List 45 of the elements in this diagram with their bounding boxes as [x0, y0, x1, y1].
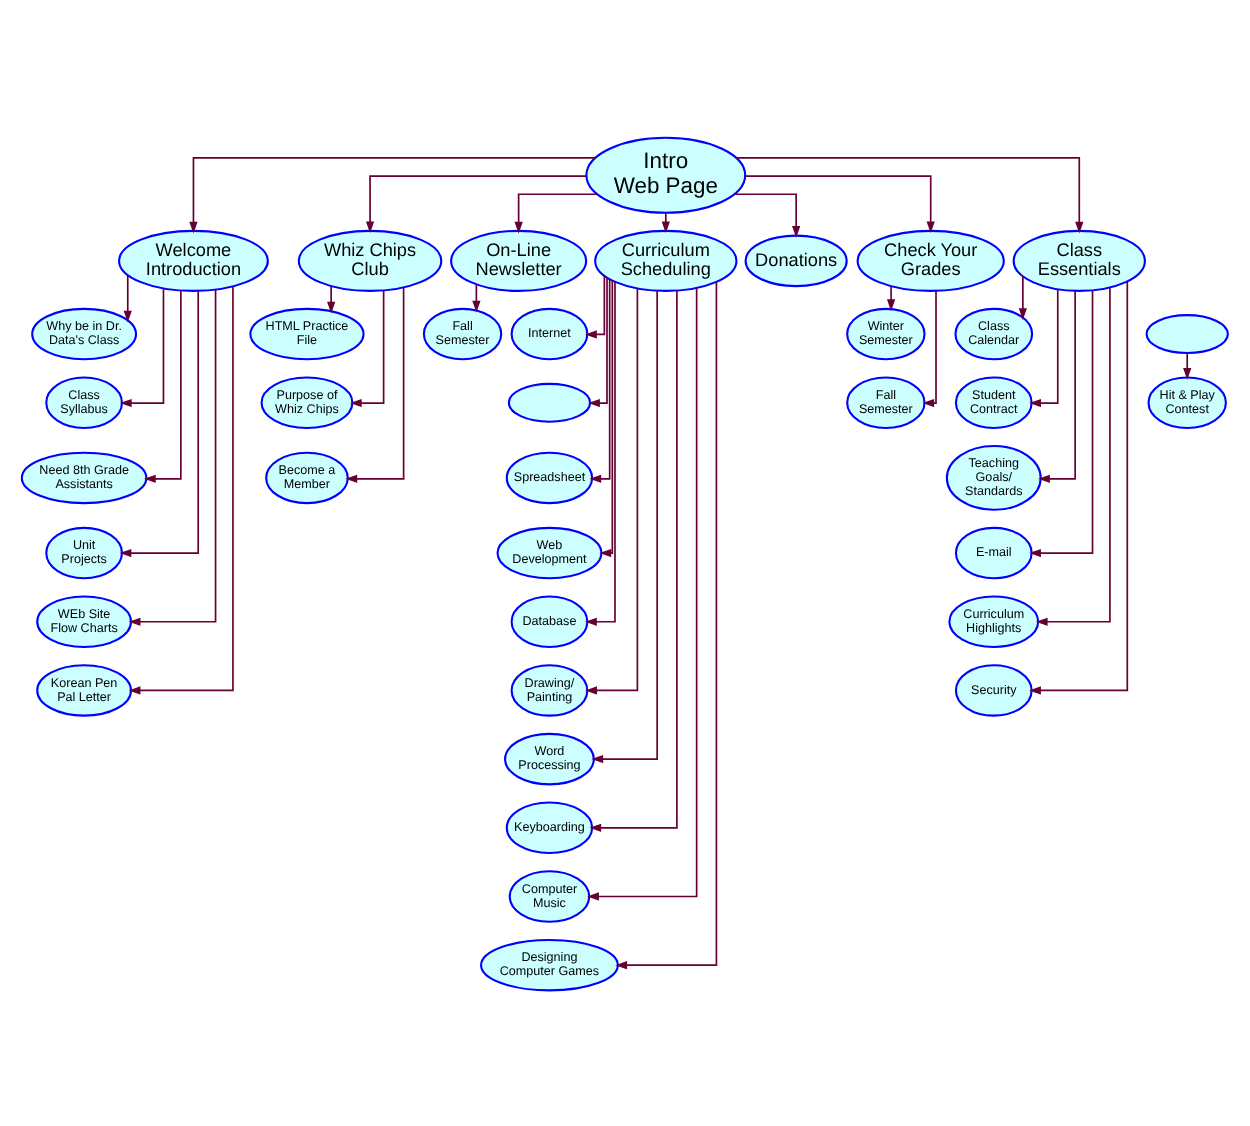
arrow	[1018, 274, 1027, 319]
arrow	[143, 288, 182, 482]
arrow	[661, 211, 670, 233]
node-ellipse	[1145, 313, 1229, 354]
arrow	[733, 192, 801, 237]
arrow	[886, 284, 896, 311]
arrow	[591, 288, 658, 763]
arrow	[189, 156, 596, 233]
arrow	[1038, 288, 1076, 482]
arrow	[589, 277, 611, 482]
node-ellipse: On-Line Newsletter	[450, 228, 588, 291]
arrow	[1029, 279, 1129, 694]
node-ellipse: Donations	[744, 233, 848, 287]
arrow	[1029, 287, 1059, 407]
node-ellipse: Check Your Grades	[856, 228, 1005, 291]
arrow	[585, 286, 639, 694]
arrow	[119, 286, 165, 407]
arrow	[327, 284, 336, 313]
arrow	[735, 156, 1084, 233]
node-ellipse: Intro Web Page	[585, 135, 747, 213]
arrow	[1029, 288, 1094, 557]
arrow	[349, 288, 385, 407]
arrow	[585, 273, 606, 338]
arrow	[599, 278, 614, 557]
arrow	[119, 289, 200, 557]
arrow	[514, 192, 598, 233]
arrow	[345, 285, 405, 482]
arrow	[585, 280, 616, 625]
node-ellipse: Class Essentials	[1012, 228, 1146, 291]
node-ellipse: Curriculum Scheduling	[594, 228, 738, 291]
node-ellipse: Welcome Introduction	[118, 228, 269, 291]
arrow	[1035, 285, 1111, 625]
arrow	[744, 174, 935, 233]
arrow	[587, 285, 698, 900]
node-ellipse	[507, 381, 592, 422]
arrow	[922, 289, 937, 407]
arrow	[365, 174, 587, 233]
arrow	[128, 284, 234, 694]
node-ellipse: Whiz Chips Club	[297, 228, 443, 291]
arrow	[589, 288, 678, 831]
arrow	[588, 275, 608, 407]
arrow	[1183, 351, 1192, 379]
arrow	[123, 273, 132, 322]
arrow	[615, 279, 718, 969]
arrow	[128, 287, 217, 625]
